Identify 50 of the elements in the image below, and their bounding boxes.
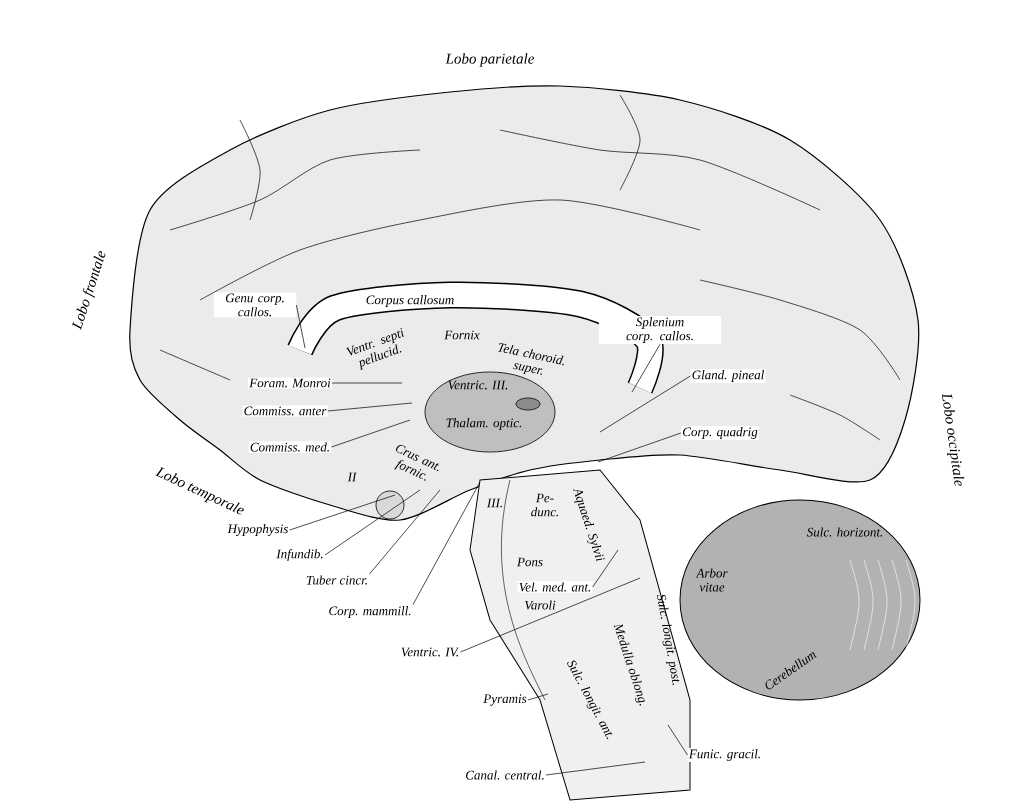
part-label: Genu corp. callos. bbox=[213, 292, 297, 318]
part-label: Varoli bbox=[525, 600, 556, 610]
part-label: Canal. central. bbox=[464, 769, 546, 781]
part-label: Hypophysis bbox=[226, 522, 290, 538]
part-label: II bbox=[347, 472, 357, 482]
part-label: Aquaed. Sylvii bbox=[573, 489, 605, 562]
part-label: III. bbox=[486, 498, 502, 508]
leader-line bbox=[597, 432, 682, 463]
part-label: Sulc. longit. post. bbox=[657, 594, 680, 685]
part-label: Thalam. optic. bbox=[446, 418, 522, 430]
part-label: Corpus callosum bbox=[366, 295, 454, 307]
part-label: Corp. mammill. bbox=[327, 604, 413, 620]
part-label: Crus ant. fornic. bbox=[394, 445, 439, 481]
leader-line bbox=[331, 382, 403, 384]
part-label: Vel. med. ant. bbox=[517, 581, 593, 593]
lobe-label: Lobo parietale bbox=[445, 53, 535, 67]
part-label: Ventric. IV. bbox=[399, 646, 461, 658]
part-label: Fornix bbox=[444, 330, 480, 340]
part-label: Foram. Monroi bbox=[248, 377, 332, 389]
part-label: Medulla oblong. bbox=[613, 623, 645, 706]
leader-line bbox=[289, 494, 396, 531]
leader-line bbox=[599, 375, 691, 433]
part-label: Splenium corp. callos. bbox=[598, 315, 722, 345]
part-label: Sulc. horizont. bbox=[806, 527, 883, 537]
part-label: Sulc. longit. ant. bbox=[567, 660, 613, 739]
part-label: Funic. gracil. bbox=[687, 747, 763, 763]
leader-line bbox=[324, 489, 421, 556]
leader-line bbox=[412, 481, 481, 606]
lobe-label: Lobo occipitale bbox=[941, 393, 965, 486]
leader-line bbox=[667, 724, 688, 756]
part-label: Pons bbox=[516, 557, 543, 567]
part-label: Pe- dunc. bbox=[531, 493, 559, 517]
leader-line bbox=[631, 343, 661, 393]
leader-line bbox=[331, 419, 411, 448]
part-label: Pyramis bbox=[482, 693, 528, 707]
part-label: Commiss. med. bbox=[248, 441, 332, 453]
part-label: Infundib. bbox=[275, 547, 325, 563]
part-label: Ventric. III. bbox=[448, 380, 508, 390]
leader-line bbox=[327, 402, 413, 412]
leader-line bbox=[296, 304, 306, 349]
lobe-label: Lobo frontale bbox=[72, 250, 106, 331]
part-label: Arbor vitae bbox=[695, 568, 728, 592]
leader-line bbox=[527, 693, 549, 701]
leader-line bbox=[369, 489, 441, 575]
leader-line bbox=[545, 761, 646, 776]
part-label: Tuber cincr. bbox=[304, 574, 370, 586]
leader-line bbox=[592, 549, 619, 588]
part-label: Commiss. anter bbox=[242, 405, 328, 417]
leader-line bbox=[460, 577, 641, 653]
part-label: Tela choroid. super. bbox=[497, 342, 564, 375]
